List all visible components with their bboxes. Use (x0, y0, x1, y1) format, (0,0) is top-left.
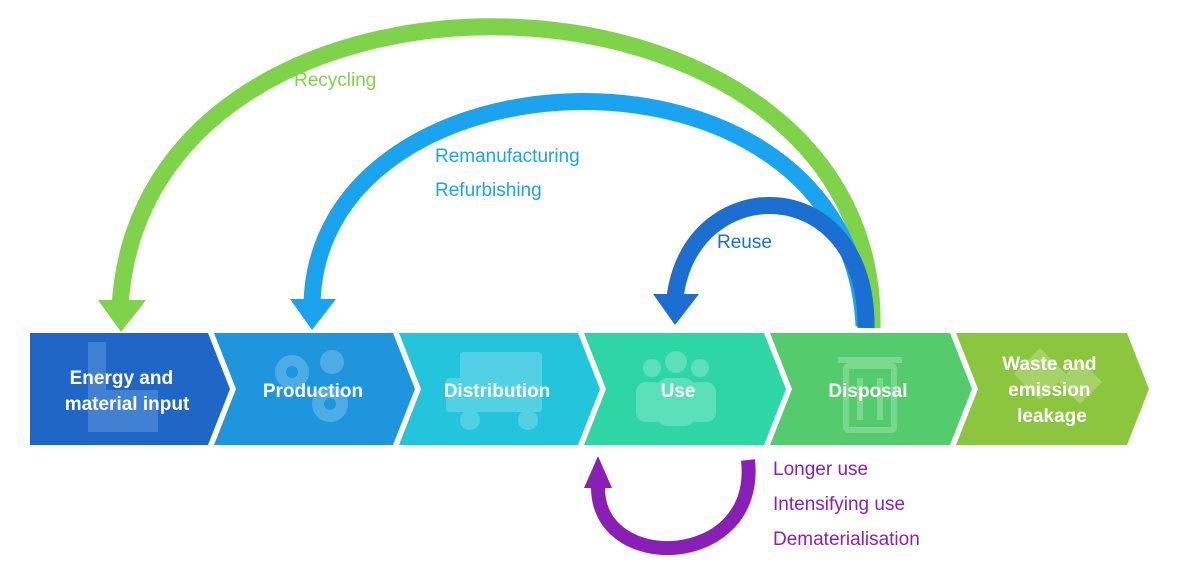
stage-waste-emission-leakage: Waste and emission leakage (956, 333, 1149, 445)
stage-production-label: Production (263, 381, 363, 402)
stage-distribution-label: Distribution (444, 381, 551, 402)
refurbishing-label: Refurbishing (435, 180, 542, 201)
recycling-arc (111, 18, 881, 329)
gears-icon (275, 350, 348, 422)
reuse-label: Reuse (717, 232, 772, 253)
stage-waste-label-line-2: emission (1008, 380, 1090, 401)
stage-disposal-label: Disposal (828, 381, 907, 402)
stage-distribution-chevron (399, 333, 600, 445)
recycling-label: Recycling (294, 70, 376, 91)
remanufacturing-arrowhead (290, 299, 336, 330)
loop-labels: Recycling Remanufacturing Refurbishing R… (294, 70, 920, 550)
stage-energy-label-line-2: material input (65, 394, 190, 415)
truck-icon (446, 352, 542, 430)
loop-arcs (98, 18, 881, 556)
longer-use-arrowhead (584, 456, 612, 488)
waste-icon (1014, 348, 1102, 404)
dematerialisation-label: Dematerialisation (773, 529, 920, 550)
stage-energy-material-input: Energy and material input (30, 333, 230, 445)
remanufacturing-label: Remanufacturing (435, 146, 580, 167)
stage-waste-label: Waste and emission leakage (1002, 354, 1102, 427)
stage-waste-chevron (956, 333, 1149, 445)
value-chain: Energy and material input Production (30, 333, 1149, 445)
factory-icon (88, 342, 158, 432)
stage-distribution: Distribution (399, 333, 600, 445)
stage-production-chevron (214, 333, 415, 445)
stage-energy-label: Energy and material input (65, 368, 190, 415)
stage-disposal-chevron (770, 333, 972, 445)
longer-use-arc (590, 459, 756, 556)
remanufacturing-arc (303, 93, 873, 327)
stage-production: Production (214, 333, 415, 445)
stage-use-chevron (584, 333, 786, 445)
intensifying-use-label: Intensifying use (773, 494, 905, 515)
people-icon (636, 351, 716, 426)
stage-energy-label-line-1: Energy and (70, 368, 173, 389)
recycling-arrowhead (98, 300, 146, 332)
stage-use: Use (584, 333, 786, 445)
stage-waste-label-line-1: Waste and (1002, 354, 1096, 375)
longer-use-label: Longer use (773, 459, 868, 480)
stage-waste-label-line-3: leakage (1017, 406, 1087, 427)
stage-energy-chevron (30, 333, 230, 445)
stage-use-label: Use (661, 381, 696, 402)
trash-bin-icon (838, 357, 902, 433)
reuse-arrowhead (653, 294, 699, 325)
stage-disposal: Disposal (770, 333, 972, 445)
reuse-arc (666, 197, 875, 329)
